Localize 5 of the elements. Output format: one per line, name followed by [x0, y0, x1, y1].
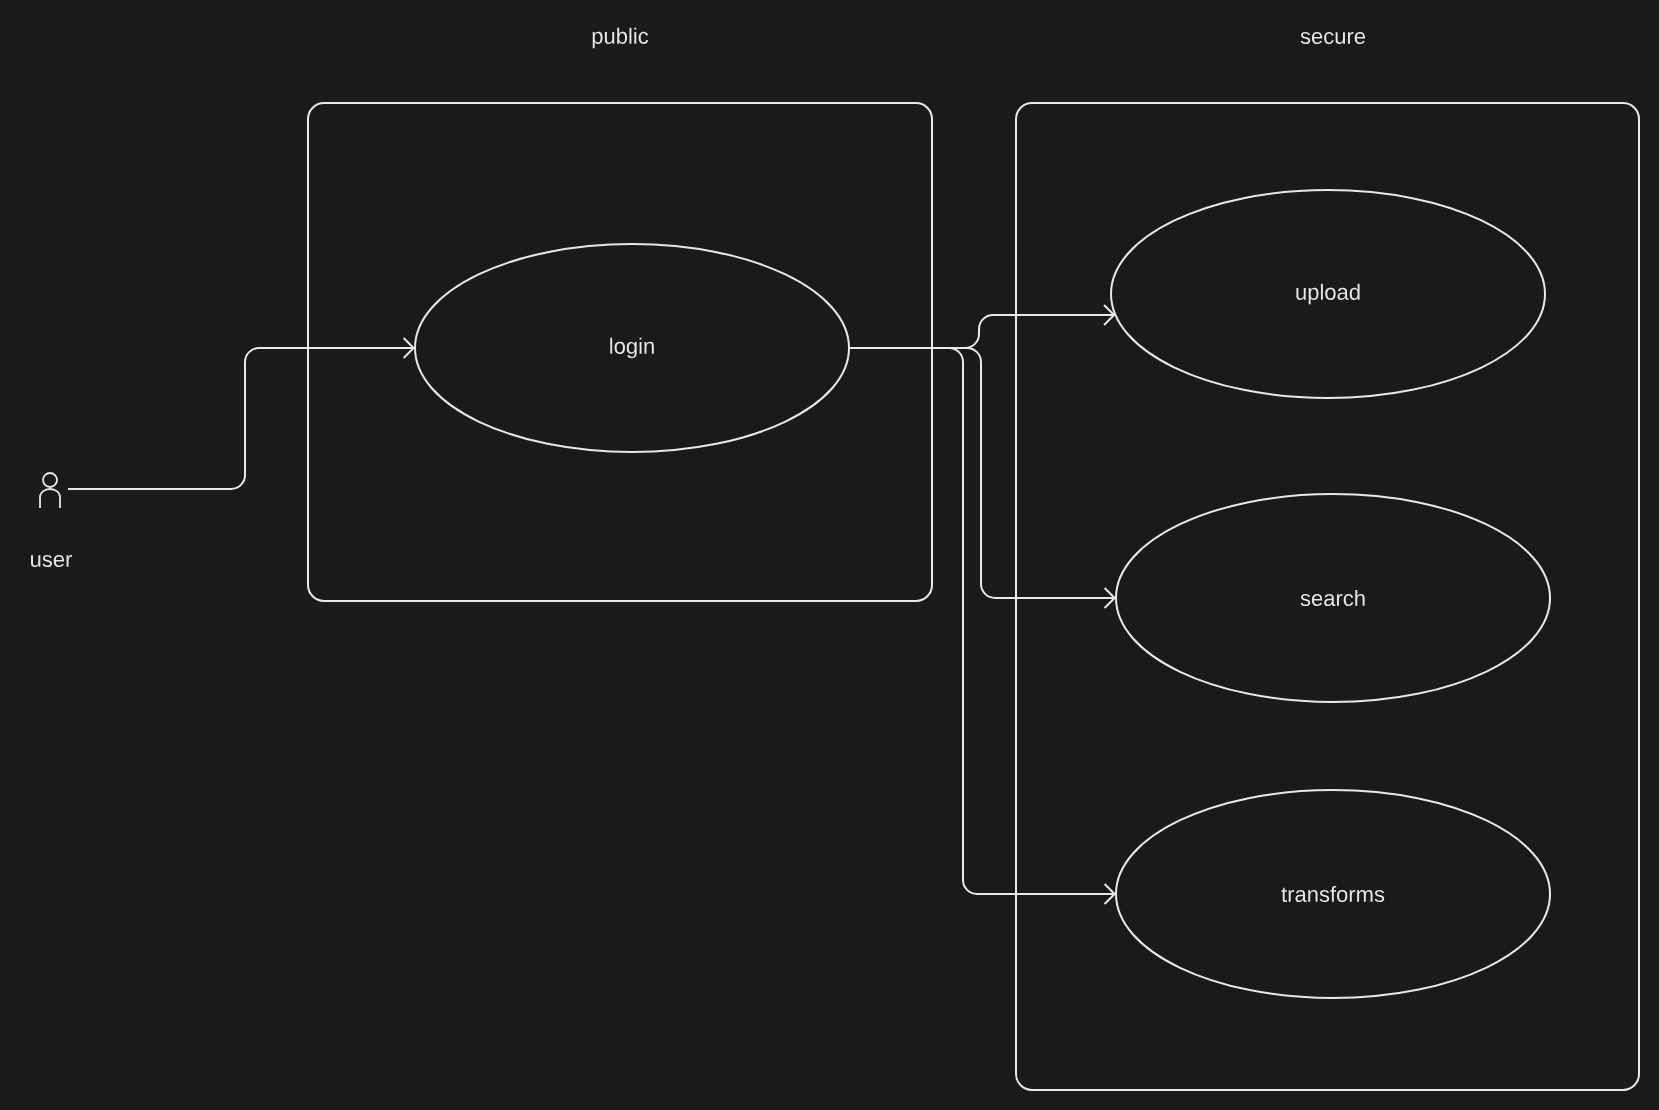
arrow: [67, 337, 415, 490]
arrow: [849, 347, 1116, 905]
box-heading: public: [592, 27, 649, 49]
box-heading: secure: [1300, 31, 1366, 45]
actor-label: user: [31, 554, 73, 568]
